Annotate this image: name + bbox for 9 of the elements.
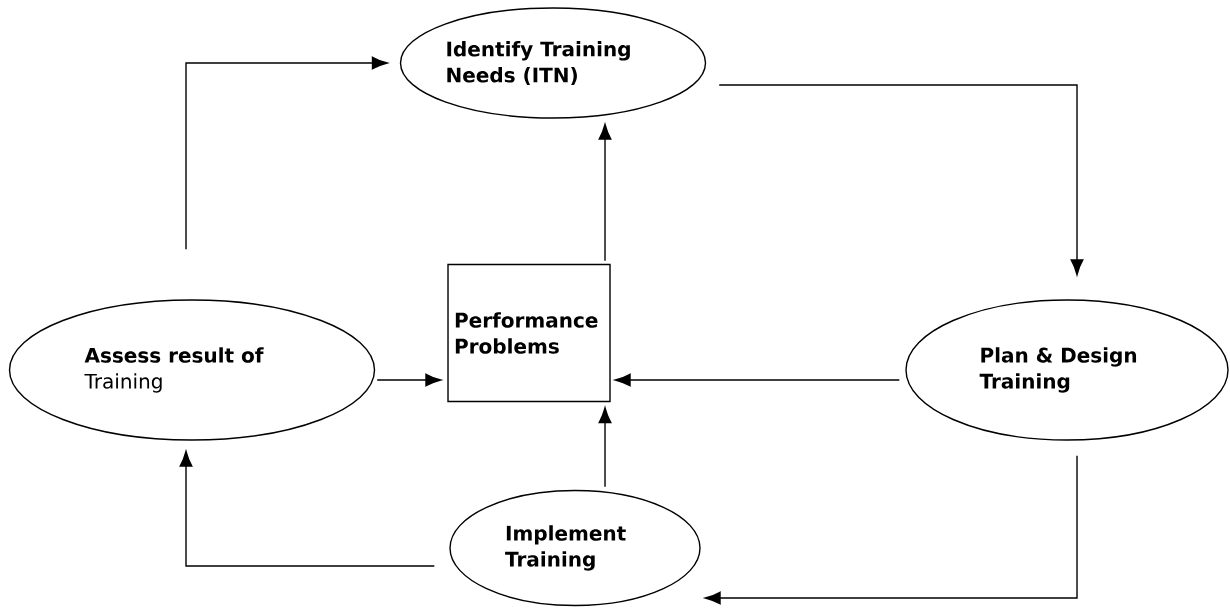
arrow bbox=[376, 373, 442, 387]
arrow bbox=[704, 455, 1078, 605]
arrow bbox=[598, 123, 612, 262]
arrow bbox=[179, 450, 435, 567]
arrow bbox=[614, 373, 900, 387]
arrow bbox=[598, 407, 612, 488]
process-box: Performance Problems bbox=[447, 263, 611, 403]
arrow bbox=[718, 84, 1084, 276]
arrow bbox=[185, 56, 388, 250]
